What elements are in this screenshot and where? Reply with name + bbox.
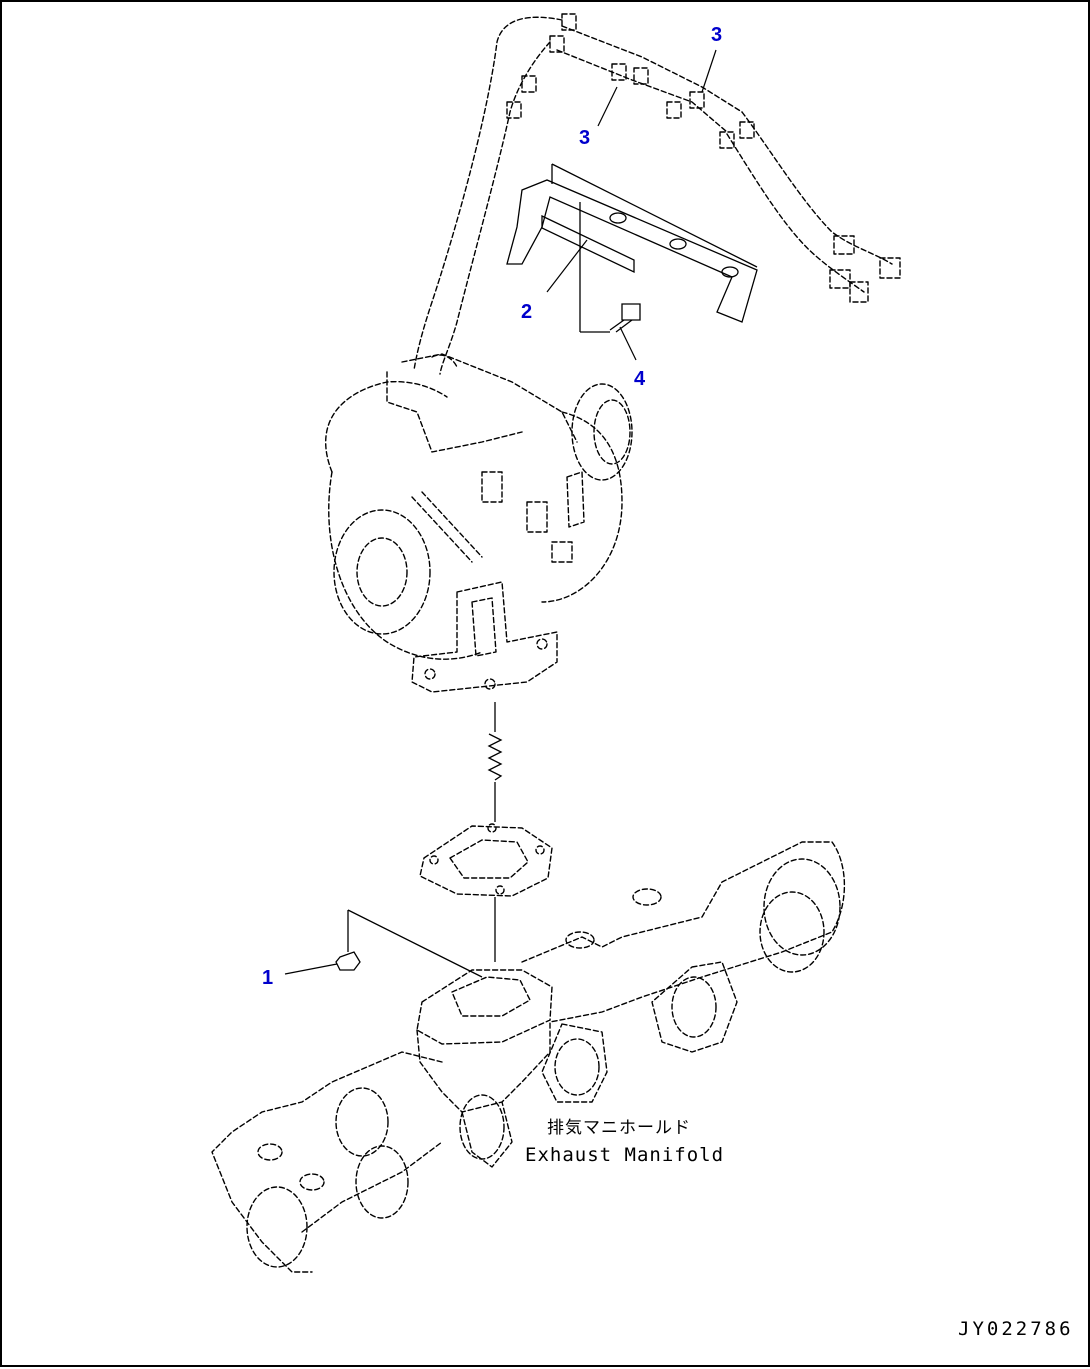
turbocharger: [325, 353, 633, 693]
callout-1: 1: [262, 967, 274, 989]
callout-2: 2: [521, 301, 533, 323]
manifold-label-jp: 排気マニホールド: [547, 1118, 691, 1138]
hose-assembly: [413, 13, 901, 375]
exhaust-manifold: [211, 841, 846, 1273]
callout-3-lower: 3: [579, 127, 591, 149]
mounting-bracket: [506, 163, 758, 323]
bolt-part-4: [579, 202, 641, 333]
manifold-label-en: Exhaust Manifold: [525, 1144, 725, 1166]
leader-lines: [284, 49, 717, 975]
callout-4: 4: [634, 368, 646, 390]
drawing-code: JY022786: [958, 1318, 1074, 1340]
callout-3-upper: 3: [711, 24, 723, 46]
nut-part-1: [335, 909, 483, 978]
stud-and-gasket: [419, 702, 553, 962]
